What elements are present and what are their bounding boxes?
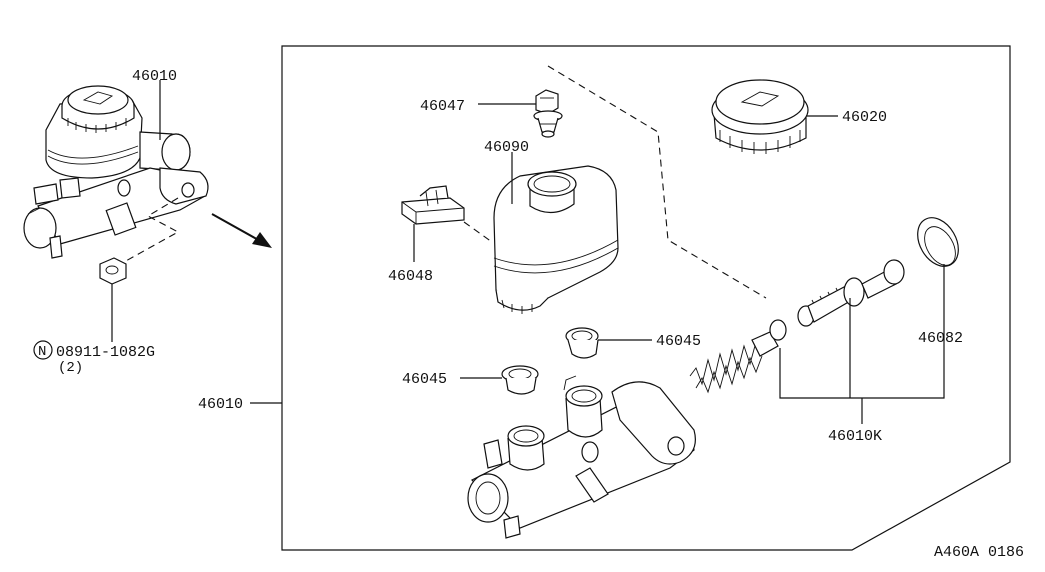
nut-part-number: 08911-1082G	[56, 344, 155, 361]
label-assembly-small: 46010	[132, 68, 177, 85]
connector-illustration	[401, 185, 465, 225]
piston-spring-illustration	[689, 319, 787, 394]
cap-illustration	[711, 79, 809, 154]
label-connector: 46048	[388, 268, 433, 285]
reservoir-illustration	[493, 165, 619, 314]
label-seal-ring: 46082	[918, 330, 963, 347]
label-bolt: 46047	[420, 98, 465, 115]
seal-ring-illustration	[917, 217, 959, 267]
label-piston-kit: 46010K	[828, 428, 882, 445]
label-grommet-upper: 46045	[656, 333, 701, 350]
arrow-icon	[211, 213, 272, 248]
nut-quantity: (2)	[58, 360, 83, 376]
nut-circle-letter: N	[38, 344, 46, 360]
nut-illustration	[99, 257, 127, 285]
cylinder-body-illustration	[467, 375, 696, 539]
nut-callout: N 08911-1082G (2)	[33, 340, 155, 376]
figure-code: A460A 0186	[934, 544, 1024, 561]
assembled-cylinder-illustration: 46010	[23, 68, 209, 342]
grommet-lower-illustration	[501, 365, 539, 395]
label-grommet-lower: 46045	[402, 371, 447, 388]
label-cap: 46020	[842, 109, 887, 126]
bolt-illustration	[533, 89, 563, 138]
exploded-view-frame	[281, 45, 1011, 551]
label-assembly-main: 46010	[198, 396, 243, 413]
secondary-piston-illustration	[797, 259, 905, 327]
grommet-upper-illustration	[565, 327, 599, 359]
label-reservoir: 46090	[484, 139, 529, 156]
